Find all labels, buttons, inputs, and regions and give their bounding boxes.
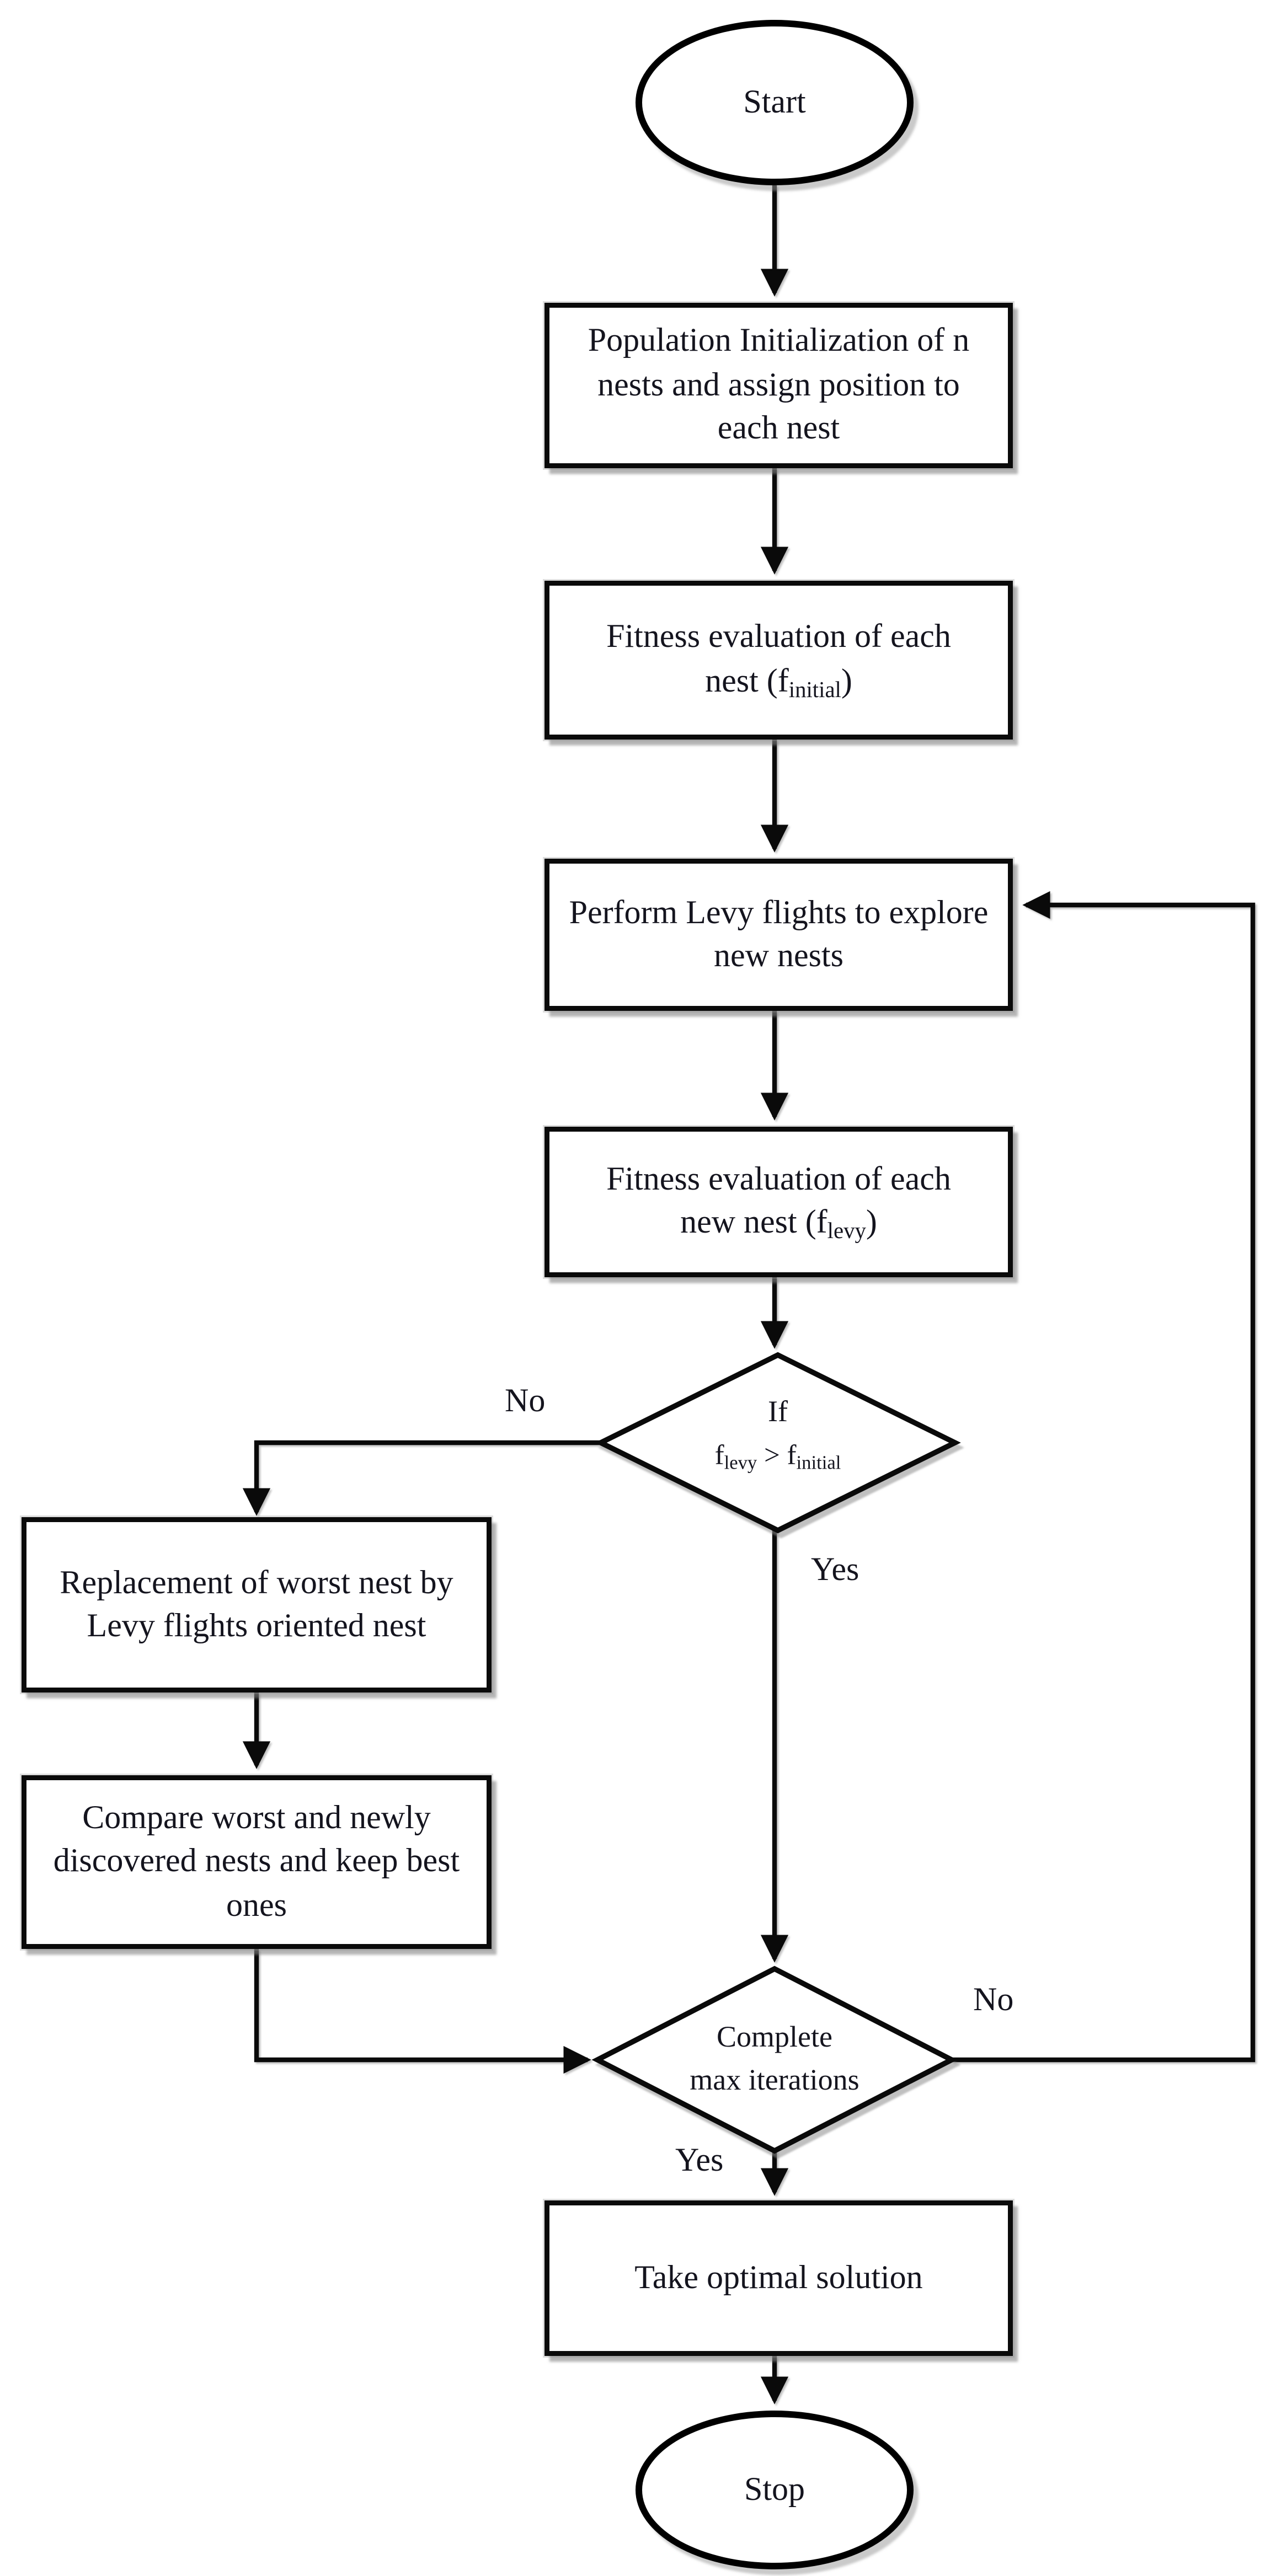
fitness-levy-subscript: levy (827, 1218, 866, 1244)
decision-fitness-label: If flevy > finitial (645, 1390, 910, 1479)
fitness-yes-label: Yes (811, 1552, 859, 1588)
stop-label: Stop (744, 2471, 805, 2508)
fitness-initial-line2-pre: nest (f (705, 662, 789, 699)
start-node: Start (636, 20, 914, 185)
edge-decision-no-to-replace (242, 1440, 601, 1516)
levy-flights-label: Perform Levy flights to explore new nest… (569, 894, 989, 974)
decision-iterations-line2: max iterations (690, 2063, 859, 2097)
fitness-levy-line1: Fitness evaluation of each (606, 1160, 951, 1197)
decision-iterations-label: Complete max iterations (642, 2015, 907, 2102)
edge-compare-to-iterations (254, 1949, 591, 2074)
fitness-no-label: No (505, 1383, 546, 1420)
decision-fitness-formula: flevy > finitial (714, 1439, 841, 1474)
fitness-initial-node: Fitness evaluation of each nest (finitia… (544, 581, 1013, 740)
fitness-initial-subscript: initial (788, 676, 841, 701)
formula-mid: > f (757, 1439, 797, 1471)
replace-worst-node: Replacement of worst nest by Levy flight… (22, 1517, 492, 1693)
edge-iterations-no-feedback (952, 891, 1256, 2063)
decision-fitness-diamond (595, 1352, 961, 1534)
start-label: Start (743, 83, 806, 120)
fitness-initial-line1: Fitness evaluation of each (606, 619, 951, 656)
fitness-initial-line2-post: ) (841, 662, 852, 699)
iterations-yes-label: Yes (675, 2143, 724, 2179)
levy-flights-node: Perform Levy flights to explore new nest… (544, 859, 1013, 1011)
replace-worst-label: Replacement of worst nest by Levy flight… (60, 1564, 453, 1645)
optimal-solution-label: Take optimal solution (634, 2259, 923, 2296)
fitness-levy-label: Fitness evaluation of each new nest (fle… (606, 1158, 951, 1246)
formula-sub-initial: initial (796, 1452, 841, 1474)
compare-nests-label: Compare worst and newly discovered nests… (53, 1800, 460, 1924)
population-initialization-label: Population Initialization of n nests and… (588, 323, 970, 447)
population-initialization-node: Population Initialization of n nests and… (544, 303, 1013, 468)
decision-fitness-line1: If (768, 1395, 788, 1428)
formula-pre: f (714, 1439, 724, 1471)
fitness-levy-line2-pre: new nest (f (680, 1204, 827, 1241)
decision-iterations-line1: Complete (717, 2020, 832, 2053)
optimal-solution-node: Take optimal solution (544, 2200, 1013, 2356)
compare-nests-node: Compare worst and newly discovered nests… (22, 1775, 492, 1949)
formula-sub-levy: levy (724, 1452, 757, 1474)
fitness-levy-line2-post: ) (866, 1204, 877, 1241)
decision-iterations-diamond (591, 1966, 958, 2154)
fitness-initial-label: Fitness evaluation of each nest (finitia… (606, 615, 951, 704)
fitness-levy-node: Fitness evaluation of each new nest (fle… (544, 1127, 1013, 1277)
stop-node: Stop (636, 2411, 914, 2569)
iterations-no-label: No (973, 1982, 1014, 2018)
